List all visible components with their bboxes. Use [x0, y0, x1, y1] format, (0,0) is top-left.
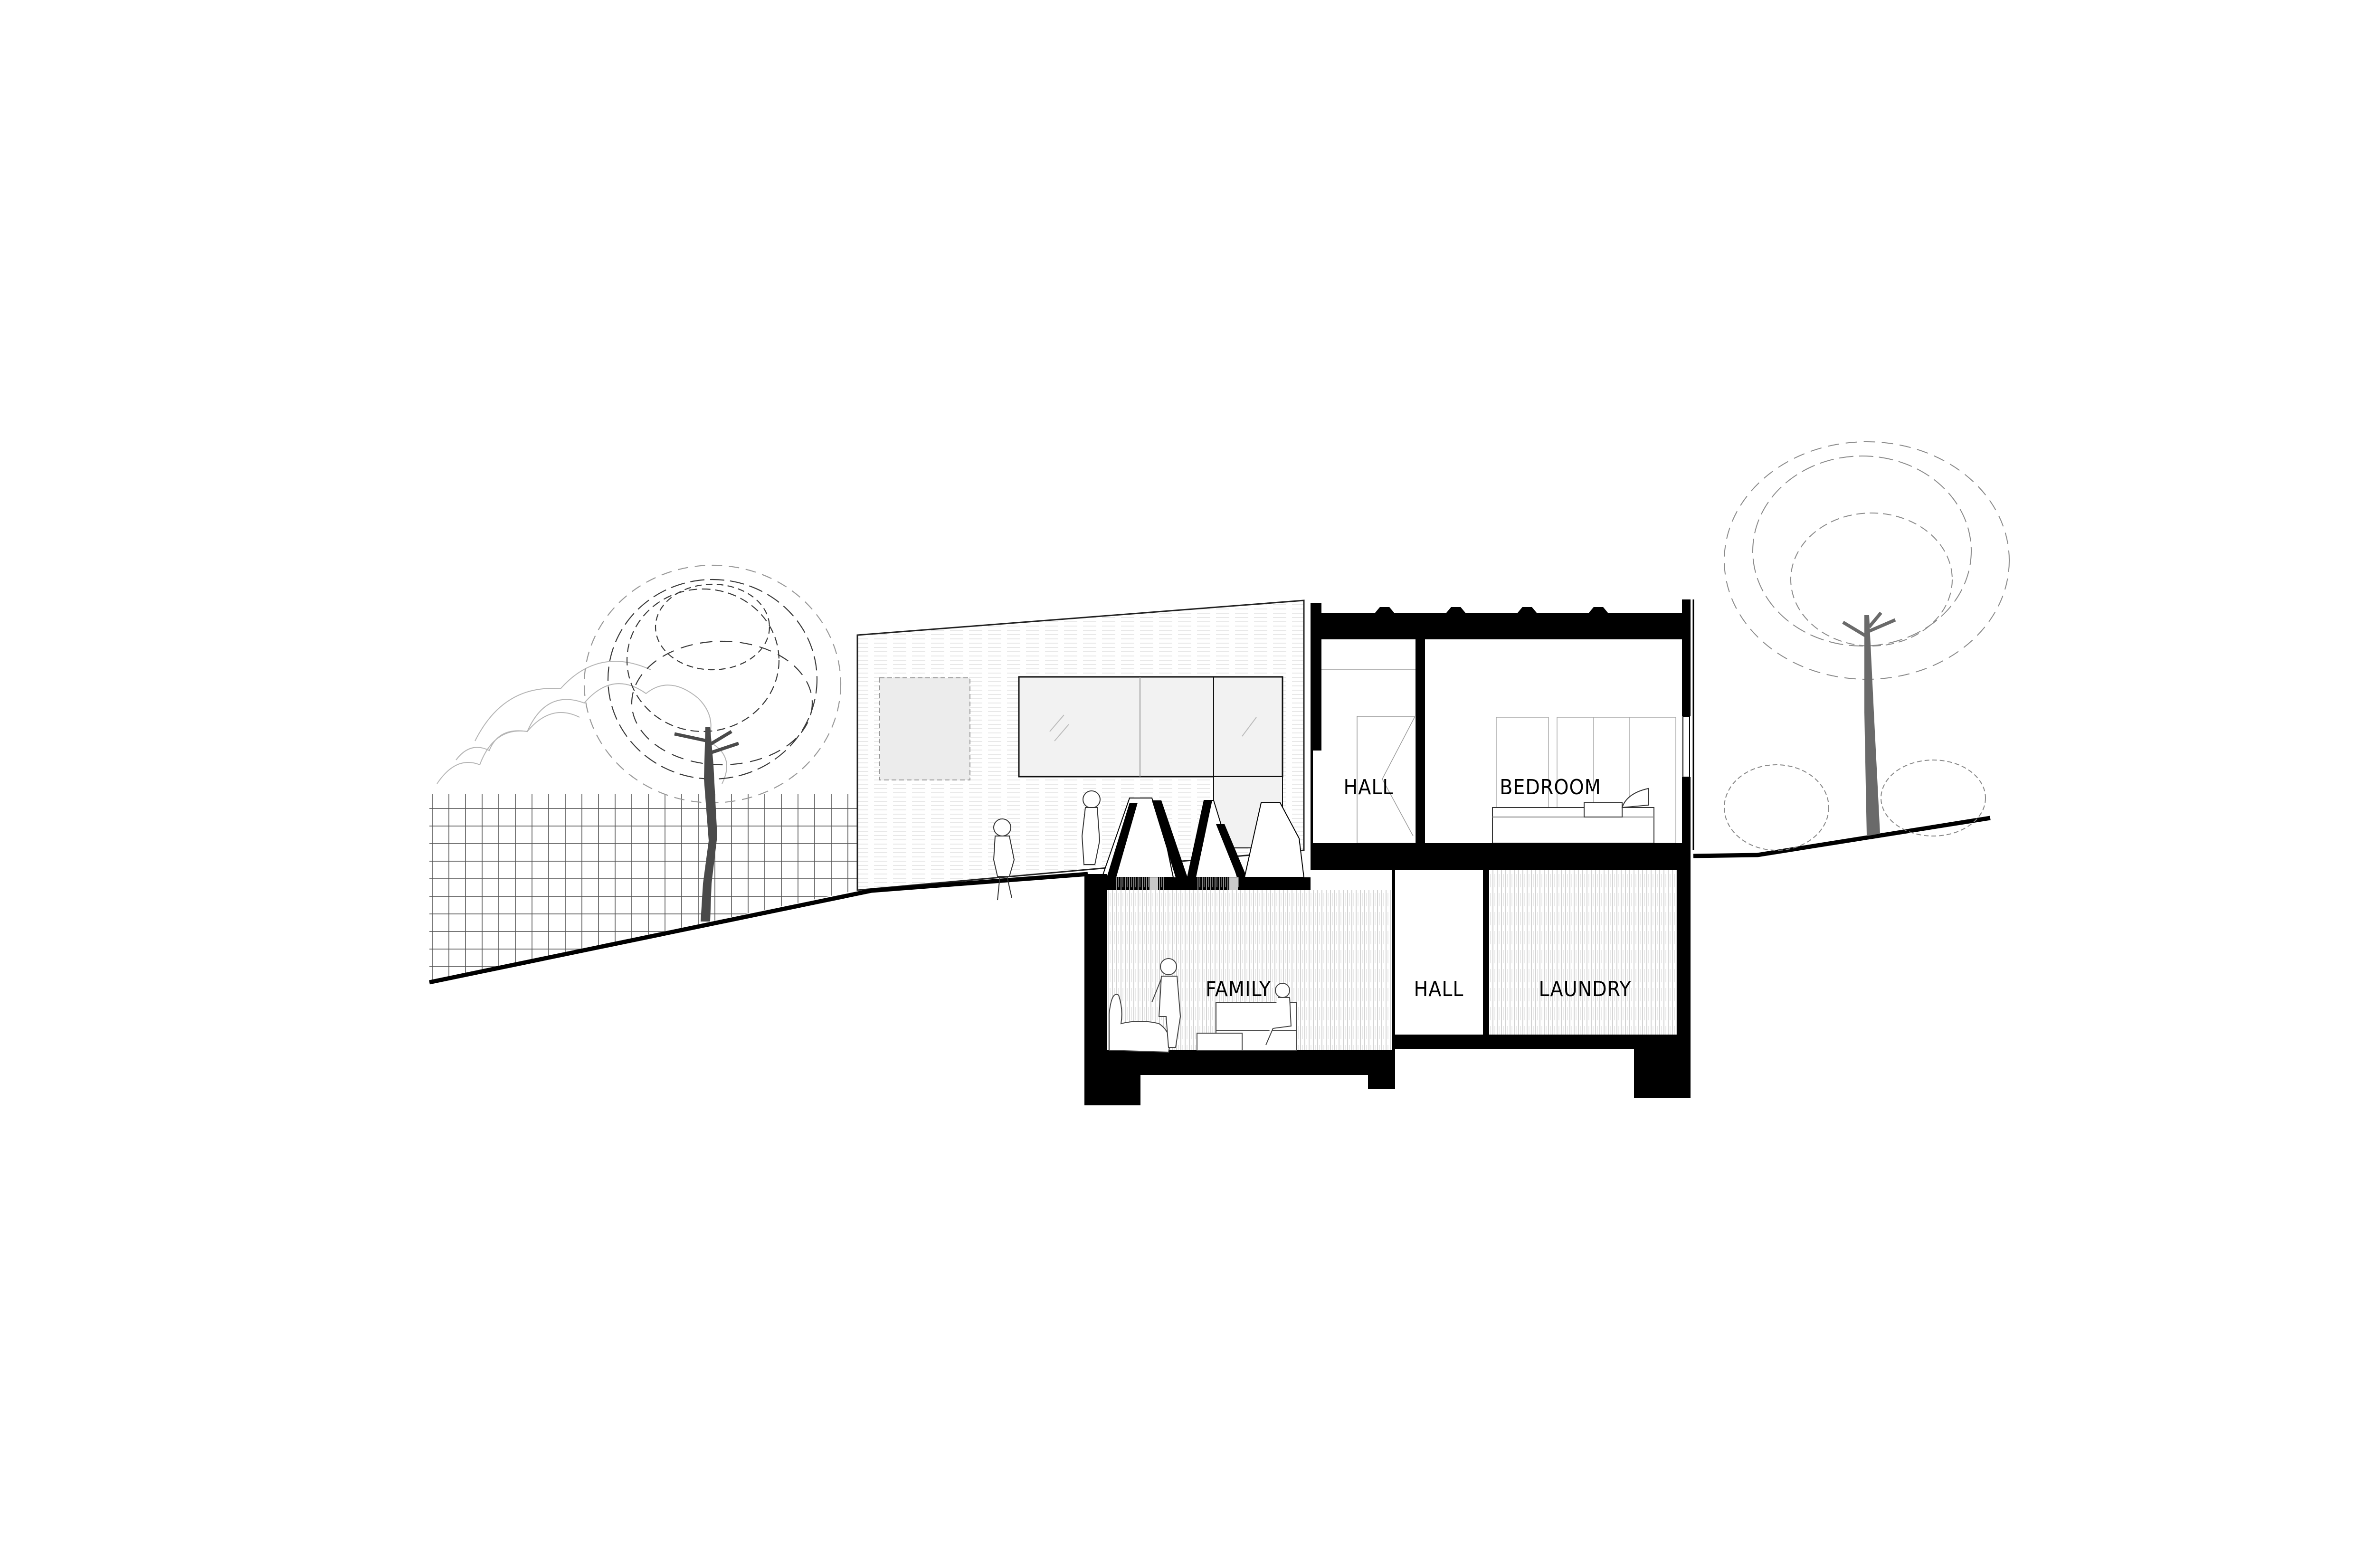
lower-hall: [1395, 870, 1483, 1035]
room-label-upper-hall: HALL: [1344, 775, 1394, 799]
laundry: [1489, 870, 1677, 1035]
roof-slab: [1311, 613, 1690, 639]
ground-line-left: [429, 872, 1088, 985]
right-window: [1682, 716, 1690, 778]
bed: [1492, 788, 1654, 844]
rear-volume-elevation: [856, 599, 1305, 891]
footing-mid: [1368, 1075, 1395, 1089]
building-section: HALL BEDROOM FAMILY HALL LAUNDRY: [1084, 599, 1694, 1105]
room-label-lower-hall: HALL: [1414, 977, 1464, 1001]
room-label-laundry: LAUNDRY: [1539, 977, 1631, 1001]
left-tree-trunk: [701, 727, 717, 922]
person-seated-woman: [1265, 983, 1292, 1045]
lower-floor-slab: [1392, 1035, 1691, 1049]
window-strip: [1018, 676, 1283, 778]
footing-right: [1634, 1049, 1691, 1098]
person-standing-man: [1151, 958, 1181, 1048]
footing-left: [1084, 1075, 1140, 1105]
upper-divider-wall: [1416, 639, 1425, 843]
roof-ribs: [1375, 607, 1608, 613]
coffee-table: [1197, 1033, 1243, 1051]
left-tree: [583, 564, 842, 922]
person-girl-on-skylight: [1081, 790, 1101, 865]
room-label-family: FAMILY: [1206, 977, 1271, 1001]
room-label-bedroom: BEDROOM: [1500, 775, 1601, 799]
background-shrubs-left: [437, 661, 727, 784]
family-floor-slab: [1084, 1050, 1395, 1075]
lower-divider-wall: [1483, 870, 1489, 1035]
upper-right-wall: [1682, 599, 1691, 716]
upper-floor-slab: [1311, 843, 1691, 870]
frosted-window: [879, 677, 970, 780]
right-tree-trunk: [1864, 615, 1880, 836]
sawtooth-skylights: [1101, 798, 1305, 878]
upper-left-wall: [1311, 603, 1321, 751]
mesh-fence: [429, 794, 857, 981]
person-running-child: [993, 818, 1015, 901]
upper-hall: [1321, 639, 1416, 843]
right-shrubs: [1724, 760, 1986, 851]
ground-line-right: [1693, 816, 1991, 858]
right-tree: [1724, 441, 2010, 836]
